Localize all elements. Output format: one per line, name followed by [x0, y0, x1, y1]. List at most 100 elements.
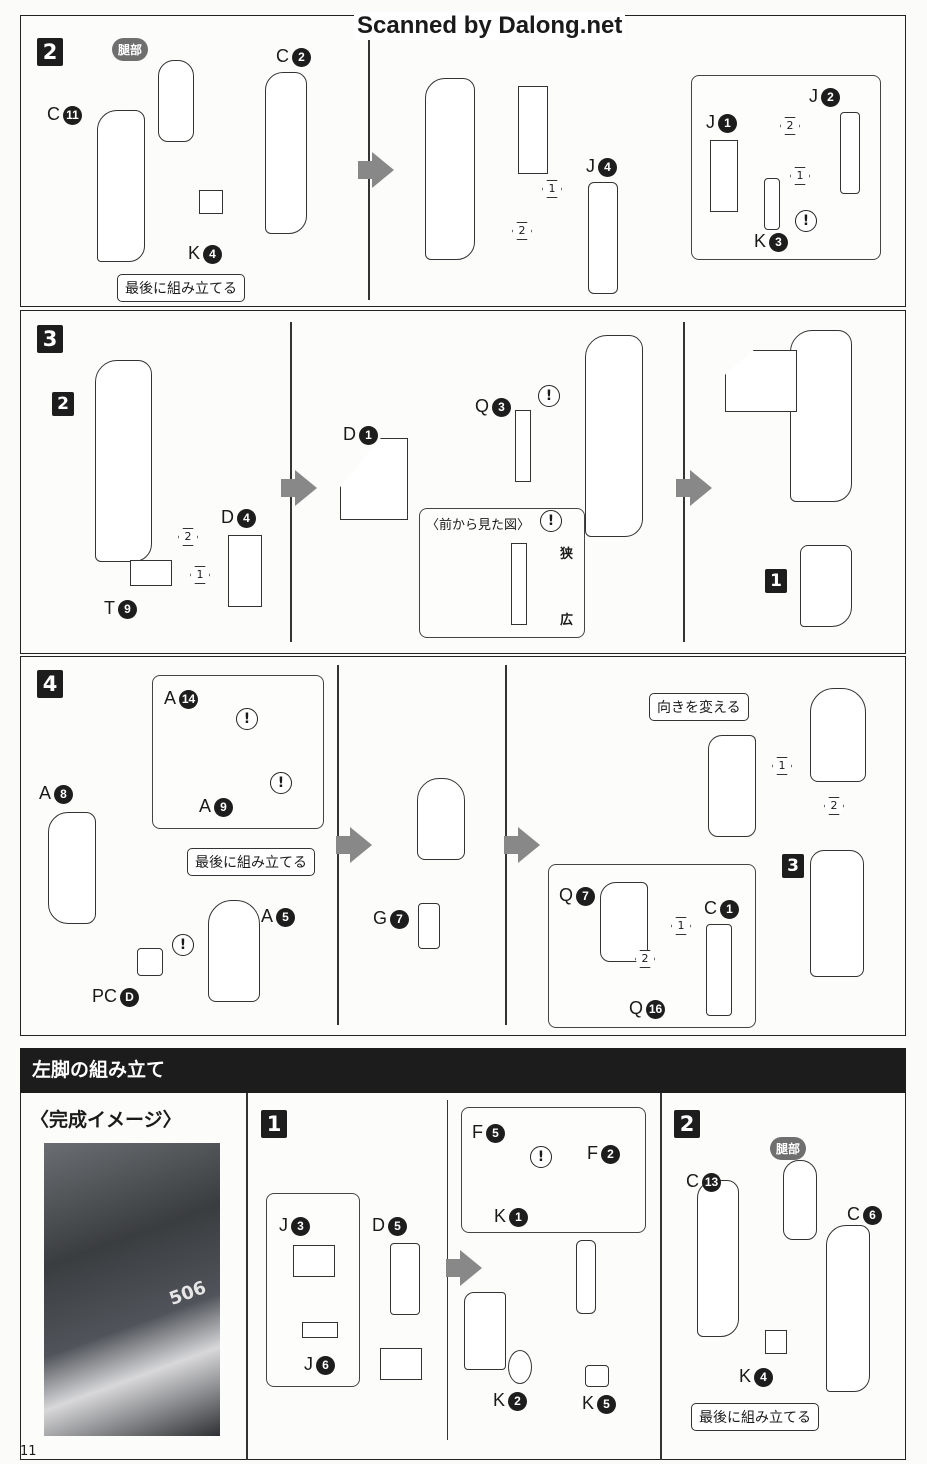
k3-part	[764, 178, 780, 230]
assembled-leg	[95, 360, 152, 562]
part-number: 9	[118, 600, 137, 619]
part-sprue-letter: D	[343, 424, 356, 444]
thigh-label: 腿部	[112, 38, 149, 61]
part-number: 5	[276, 908, 296, 927]
part-sprue-letter: K	[494, 1206, 507, 1226]
part-sprue-letter: PC	[92, 986, 118, 1006]
g7-part	[418, 903, 440, 949]
assemble-last-note: 最後に組み立てる	[187, 848, 315, 876]
leg-outer-part	[97, 110, 145, 262]
order-marker: 2	[178, 528, 198, 546]
part-sprue-letter: K	[582, 1393, 595, 1413]
part-number: 13	[702, 1173, 721, 1192]
k5-part	[585, 1365, 609, 1387]
part-sprue-letter: K	[739, 1366, 752, 1386]
part-sprue-letter: D	[372, 1215, 385, 1235]
step-number-3: 3	[37, 325, 63, 353]
wide-label: 広	[560, 613, 574, 628]
thigh-part	[783, 1160, 817, 1240]
part-number: 5	[486, 1124, 505, 1143]
divider	[246, 1093, 248, 1460]
next-arrow	[336, 827, 372, 863]
assembled-leg	[790, 330, 852, 502]
a5-assembled	[810, 688, 866, 782]
part-sprue-letter: J	[706, 112, 715, 132]
part-number: 8	[54, 785, 74, 804]
part-number: 1	[509, 1208, 529, 1227]
a5-assembled	[417, 778, 465, 860]
next-arrow	[676, 470, 712, 506]
q3-front-view	[511, 543, 527, 625]
j3-part	[293, 1245, 335, 1277]
part-number: 4	[754, 1368, 774, 1387]
page-number: 11	[20, 1444, 37, 1459]
step-number-2: 2	[37, 38, 63, 66]
d5-assembled	[380, 1348, 422, 1380]
part-sprue-letter: A	[261, 906, 274, 926]
part-sprue-letter: F	[472, 1122, 483, 1142]
part-number: 9	[214, 798, 234, 817]
part-sprue-letter: D	[221, 507, 234, 527]
part-sprue-letter: C	[686, 1171, 699, 1191]
detail-inset	[266, 1193, 360, 1387]
d4-part	[228, 535, 262, 607]
warning-icon: !	[236, 708, 258, 730]
part-number: 14	[179, 690, 199, 709]
leg-inner-part	[697, 1180, 739, 1337]
completed-image-photo: 506	[44, 1143, 220, 1436]
part-sprue-letter: A	[199, 796, 212, 816]
order-marker: 1	[542, 180, 562, 198]
j1-part	[710, 140, 738, 212]
j2-part	[840, 112, 860, 194]
a5-part	[208, 900, 260, 1002]
part-number: D	[120, 988, 140, 1007]
thigh-label: 腿部	[770, 1137, 807, 1160]
part-number: 11	[63, 106, 82, 125]
part-sprue-letter: J	[586, 156, 595, 176]
part-number: 6	[863, 1206, 882, 1225]
leg-armor-marking: 506	[166, 1277, 210, 1310]
part-number: 4	[237, 509, 256, 528]
part-number: 3	[291, 1217, 310, 1236]
assemble-last-note: 最後に組み立てる	[117, 274, 245, 302]
part-sprue-letter: C	[704, 898, 717, 918]
part-number: 2	[821, 88, 840, 107]
part-sprue-letter: J	[809, 86, 818, 106]
order-marker: 1	[790, 167, 810, 185]
part-sprue-letter: C	[47, 104, 60, 124]
warning-icon: !	[540, 510, 562, 532]
part-number: 1	[720, 900, 739, 919]
thigh-part	[158, 60, 194, 142]
part-sprue-letter: J	[279, 1215, 288, 1235]
step-number-2: 2	[674, 1110, 700, 1138]
part-sprue-letter: C	[847, 1204, 860, 1224]
divider	[660, 1093, 662, 1460]
d5-part	[390, 1243, 420, 1315]
joint-part	[576, 1240, 596, 1314]
foot-part	[800, 545, 852, 627]
part-number: 4	[203, 245, 223, 264]
q7-part	[600, 882, 648, 962]
part-number: 7	[576, 887, 596, 906]
part-number: 1	[359, 426, 378, 445]
reference-step-3: 3	[782, 854, 804, 878]
j6-part	[302, 1322, 338, 1338]
part-sprue-letter: C	[276, 46, 289, 66]
pcd-part	[137, 948, 163, 976]
assembled-leg	[425, 78, 475, 260]
change-direction-note: 向きを変える	[649, 693, 749, 721]
